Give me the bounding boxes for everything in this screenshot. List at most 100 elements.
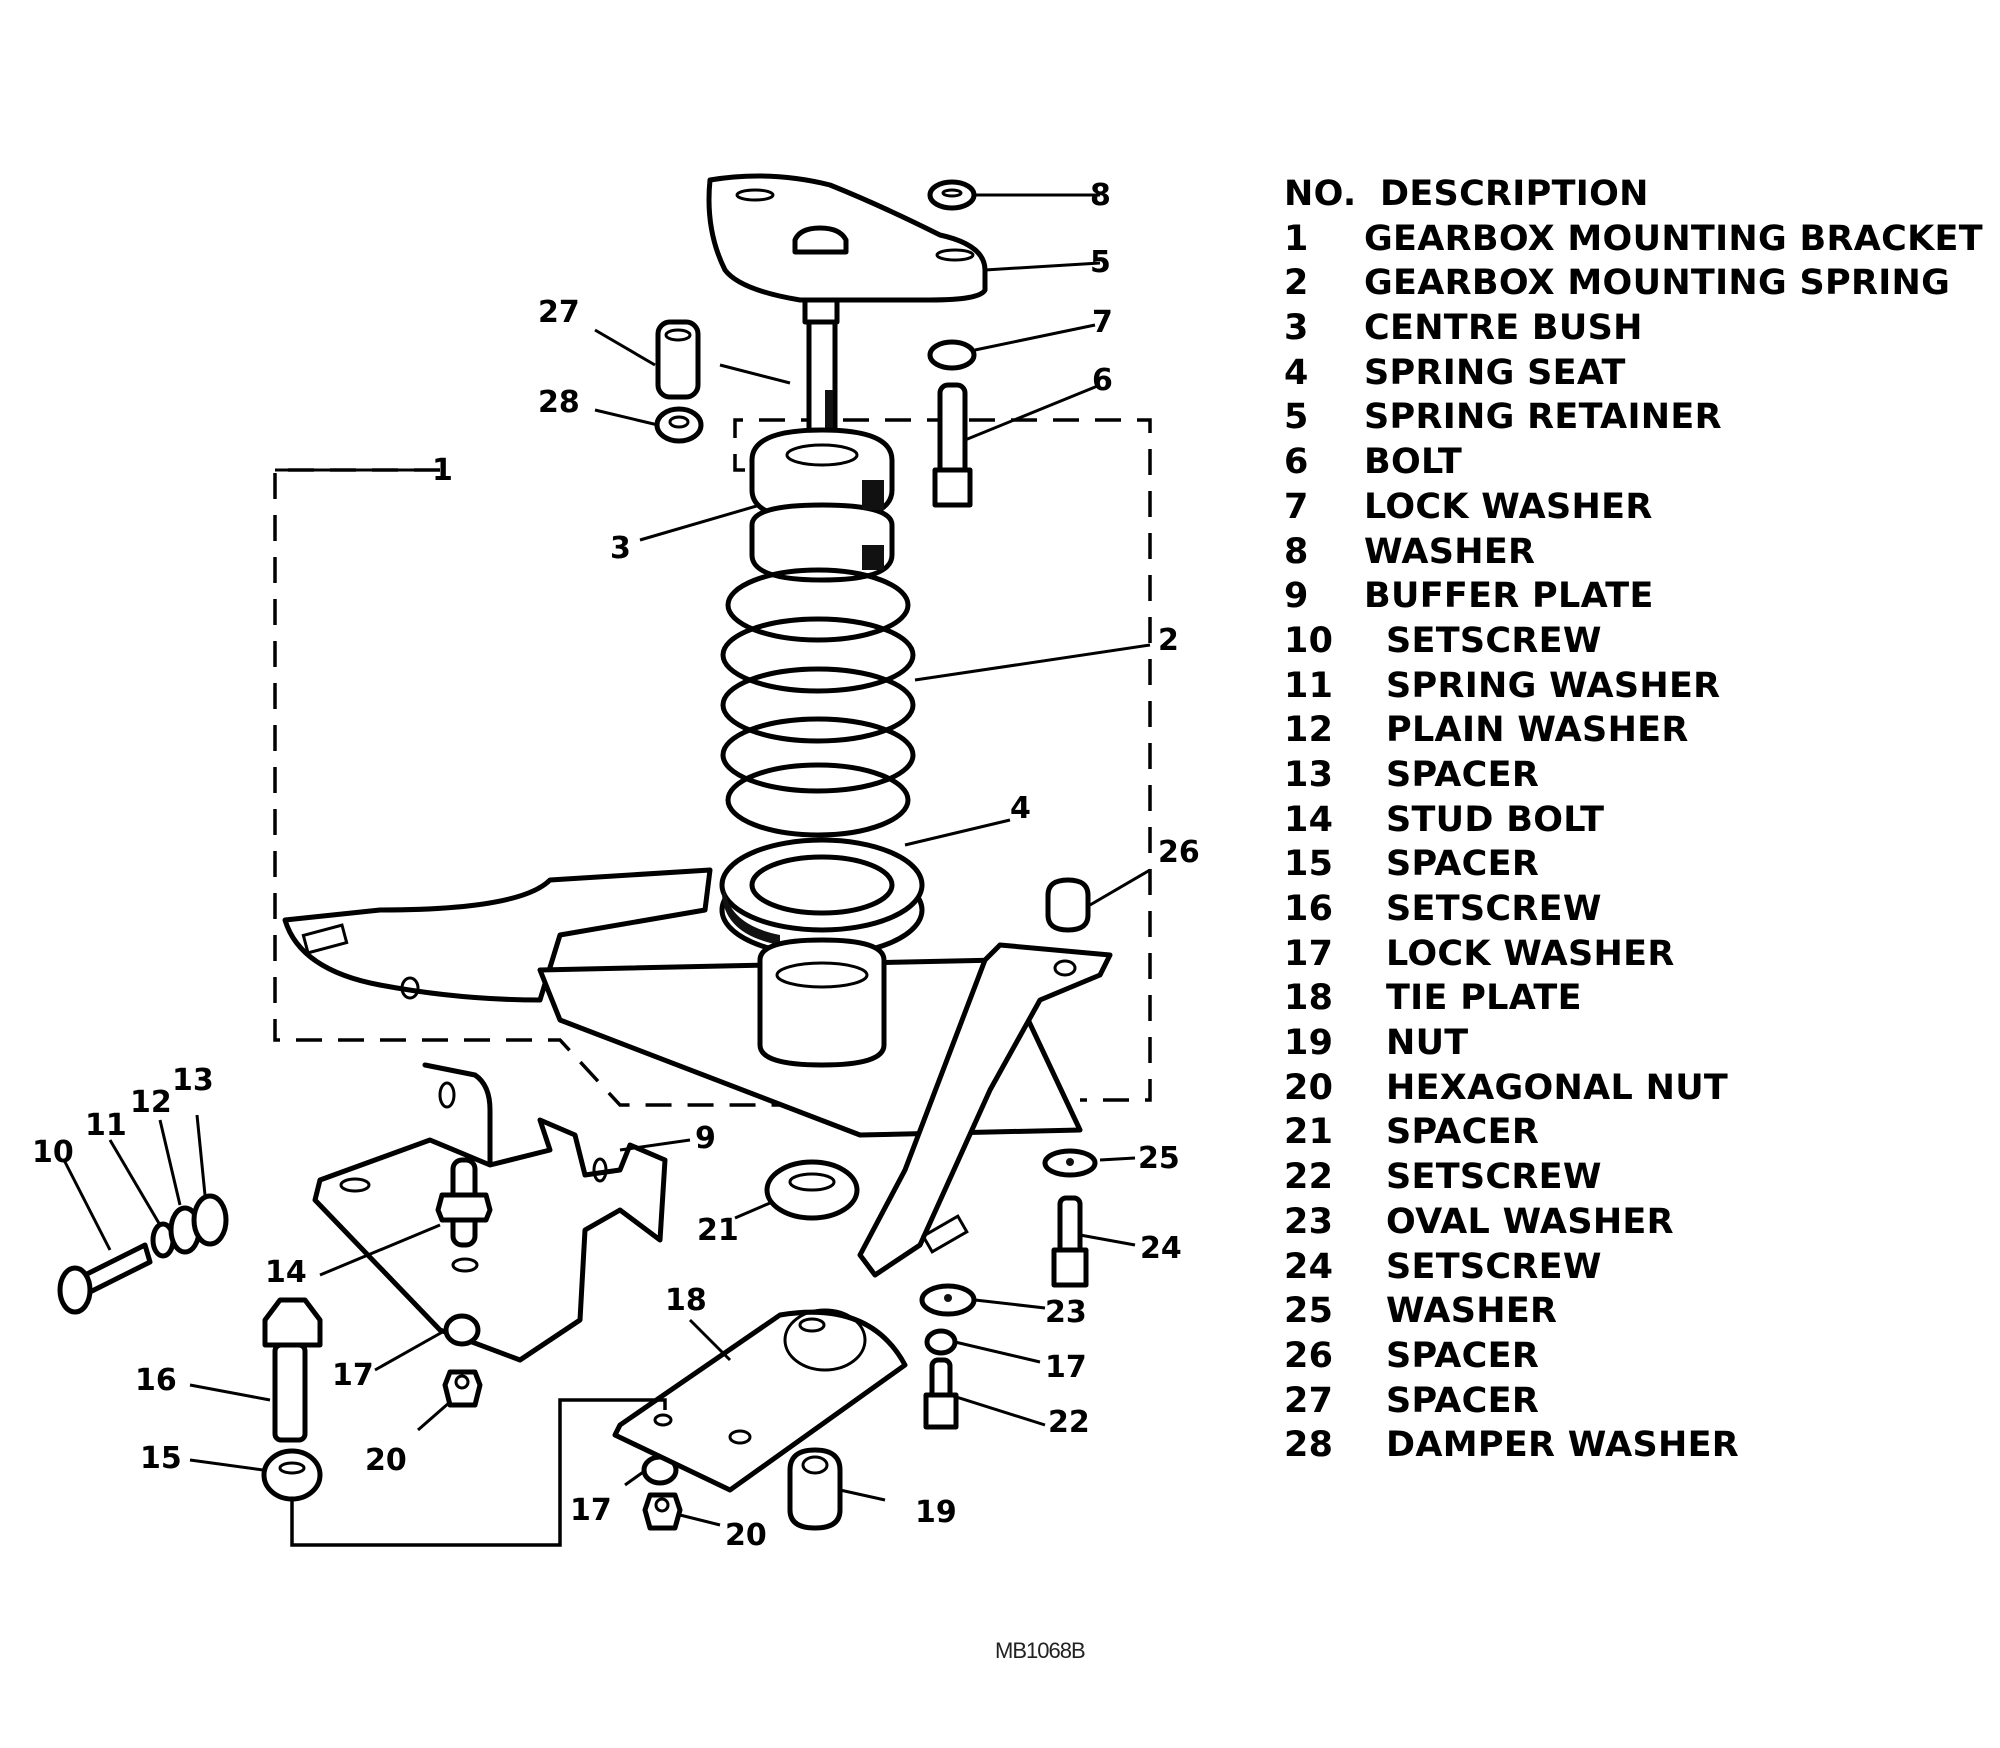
- callout-26: 26: [1158, 835, 1200, 870]
- callout-28: 28: [538, 385, 580, 420]
- callout-16: 16: [135, 1363, 177, 1398]
- legend-item: 21 SPACER: [1284, 1110, 1983, 1155]
- legend-item-description: BOLT: [1364, 442, 1463, 483]
- tie-plate-part: [612, 1308, 908, 1493]
- legend-item: 7 LOCK WASHER: [1284, 485, 1983, 530]
- callout-24: 24: [1140, 1231, 1182, 1266]
- spacer-15-part: [261, 1448, 323, 1502]
- callout-23: 23: [1045, 1295, 1087, 1330]
- legend-item-number: 20: [1284, 1067, 1334, 1108]
- legend-item: 25 WASHER: [1284, 1289, 1983, 1334]
- callout-10: 10: [32, 1135, 74, 1170]
- callout-17b: 17: [570, 1493, 612, 1528]
- legend-item: 17 LOCK WASHER: [1284, 932, 1983, 977]
- damper-washer-28-part: [654, 406, 704, 444]
- callout-5: 5: [1090, 245, 1111, 280]
- mounting-spring-part: [720, 567, 916, 838]
- legend-item-number: 5: [1284, 397, 1309, 438]
- nut-19-part: [787, 1447, 843, 1531]
- spacer-26-part: [1045, 877, 1091, 933]
- legend-item-description: WASHER: [1386, 1291, 1558, 1332]
- legend-item-number: 12: [1284, 710, 1334, 751]
- legend-item-number: 8: [1284, 531, 1309, 572]
- legend-item: 19 NUT: [1284, 1021, 1983, 1066]
- callout-1: 1: [432, 453, 453, 488]
- callout-17c: 17: [1045, 1350, 1087, 1385]
- legend-item-number: 19: [1284, 1023, 1334, 1064]
- legend-item-number: 2: [1284, 263, 1309, 304]
- legend-item-number: 7: [1284, 486, 1309, 527]
- legend-item: 27 SPACER: [1284, 1379, 1983, 1424]
- callout-2: 2: [1158, 623, 1179, 658]
- center-rod: [802, 297, 840, 450]
- callout-20a: 20: [365, 1443, 407, 1478]
- legend-item-description: BUFFER PLATE: [1364, 576, 1654, 617]
- callout-9: 9: [695, 1121, 716, 1156]
- legend-item: 2 GEARBOX MOUNTING SPRING: [1284, 261, 1983, 306]
- legend-item: 12 PLAIN WASHER: [1284, 708, 1983, 753]
- legend-item-description: LOCK WASHER: [1364, 486, 1653, 527]
- legend-item-description: CENTRE BUSH: [1364, 308, 1643, 349]
- setscrew-22-part: [923, 1357, 959, 1430]
- legend-item-number: 15: [1284, 844, 1334, 885]
- legend-item-description: SPACER: [1386, 754, 1540, 795]
- callout-18: 18: [665, 1283, 707, 1318]
- legend-item-number: 6: [1284, 442, 1309, 483]
- bolt-6-part: [932, 382, 973, 508]
- legend-item-description: SETSCREW: [1386, 1157, 1602, 1198]
- callout-25: 25: [1138, 1141, 1180, 1176]
- legend-item-description: LOCK WASHER: [1386, 933, 1675, 974]
- legend-item-number: 21: [1284, 1112, 1334, 1153]
- oval-washer-23-part: [919, 1283, 977, 1317]
- callout-14: 14: [265, 1255, 307, 1290]
- legend-item-description: SPACER: [1386, 1112, 1540, 1153]
- legend-item-number: 27: [1284, 1380, 1334, 1421]
- legend-item-description: SPACER: [1386, 844, 1540, 885]
- legend-item-description: SETSCREW: [1386, 620, 1602, 661]
- legend-item-description: PLAIN WASHER: [1386, 710, 1689, 751]
- legend-item-description: SPRING WASHER: [1386, 665, 1721, 706]
- legend-item-description: SPACER: [1386, 1380, 1540, 1421]
- legend-item-description: GEARBOX MOUNTING SPRING: [1364, 263, 1951, 304]
- setscrew-16-part: [262, 1297, 323, 1443]
- leader-lines: [62, 193, 1151, 1527]
- spring-retainer-part: [706, 173, 988, 303]
- legend-item: 15 SPACER: [1284, 842, 1983, 887]
- legend-item-number: 25: [1284, 1291, 1334, 1332]
- legend-item-number: 4: [1284, 352, 1309, 393]
- callout-19: 19: [915, 1495, 957, 1530]
- legend-header-description: DESCRIPTION: [1380, 174, 1649, 214]
- legend-item-description: STUD BOLT: [1386, 799, 1605, 840]
- callout-27: 27: [538, 295, 580, 330]
- callout-8: 8: [1090, 178, 1111, 213]
- callout-20b: 20: [725, 1518, 767, 1553]
- legend-item-description: OVAL WASHER: [1386, 1201, 1674, 1242]
- legend-item-description: SPRING RETAINER: [1364, 397, 1722, 438]
- callout-12: 12: [130, 1085, 172, 1120]
- setscrew-24-part: [1051, 1195, 1089, 1288]
- lock-washer-7-part: [927, 339, 977, 371]
- stud-bolt-part: [435, 1157, 493, 1248]
- legend-item-number: 17: [1284, 933, 1334, 974]
- legend-item-number: 24: [1284, 1246, 1334, 1287]
- legend-item-number: 28: [1284, 1425, 1334, 1466]
- washer-8-part: [927, 179, 977, 211]
- callout-3: 3: [610, 531, 631, 566]
- hex-nut-20a-part: [442, 1369, 483, 1408]
- callout-11: 11: [85, 1108, 127, 1143]
- legend-item-description: NUT: [1386, 1023, 1469, 1064]
